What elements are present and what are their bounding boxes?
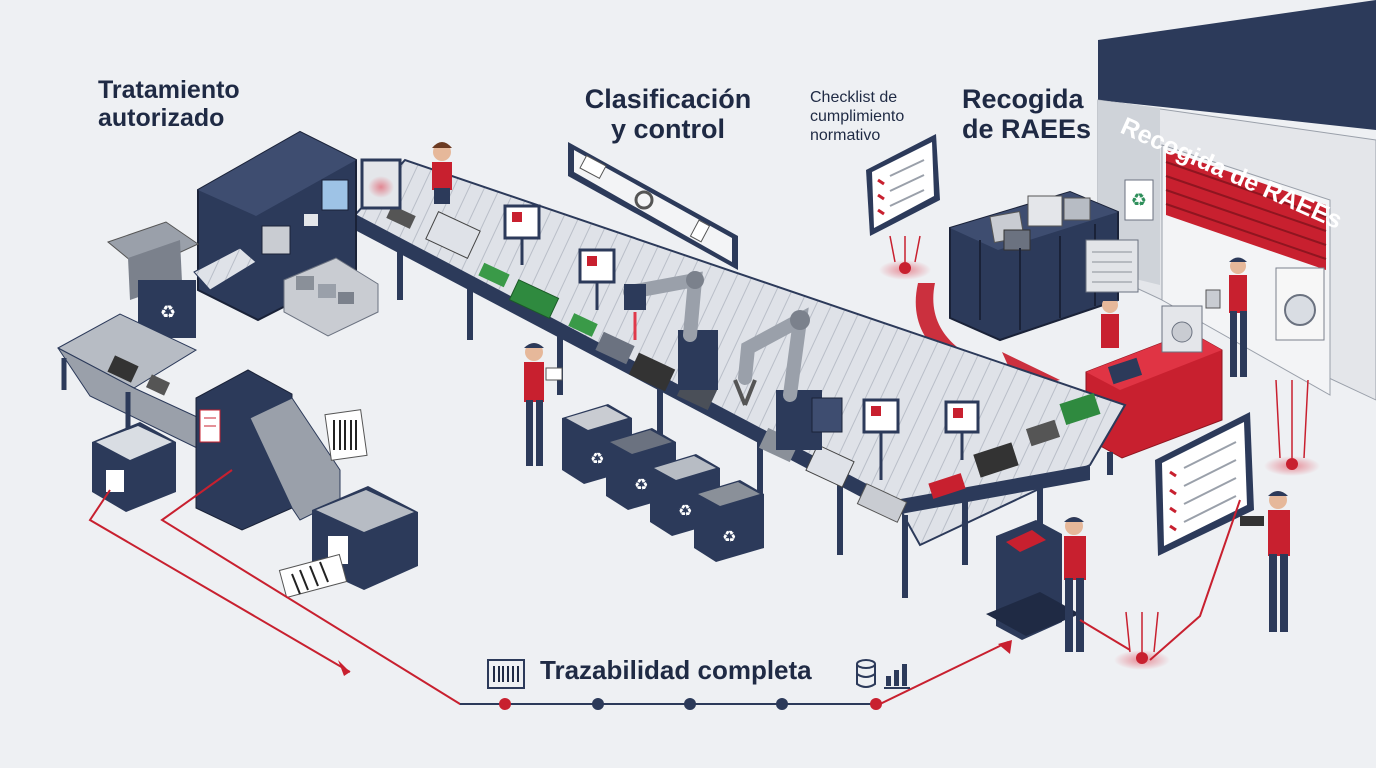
collection-container: [949, 190, 1119, 342]
recycling-bins: ♻ ♻ ♻ ♻: [562, 404, 764, 562]
traceability-path: [88, 469, 1241, 710]
conveyor-scanner-gate: [360, 158, 402, 210]
flow-arrow: [915, 283, 1060, 396]
roller-door: [1165, 150, 1327, 270]
worker-icon: [524, 343, 563, 466]
stage-label-line: de RAEEs: [962, 114, 1092, 145]
conveyor-sign-posts: [503, 204, 980, 480]
hopper-feeder: ♻: [106, 221, 200, 362]
trace-node: [684, 698, 696, 710]
svg-text:♻: ♻: [590, 449, 604, 468]
svg-text:♻: ♻: [678, 501, 692, 520]
traceability-label: Trazabilidad completa: [540, 655, 812, 685]
stage-label-checklist: Checklist de cumplimiento normativo: [810, 88, 940, 146]
robotic-arm-scanner: [623, 271, 718, 390]
recycle-sign-icon: [1124, 179, 1154, 221]
stage-label-classification: Clasificación y control: [568, 84, 768, 144]
collection-building: ♻: [1097, 0, 1376, 401]
output-tray: [283, 257, 379, 337]
svg-text:♻: ♻: [160, 302, 176, 323]
stage-label-line: autorizado: [98, 104, 225, 132]
main-conveyor: [353, 158, 1127, 598]
trace-node: [776, 698, 788, 710]
classification-display: [568, 142, 738, 270]
washing-machine-icon: [1275, 267, 1325, 341]
worker-icon: [1205, 257, 1247, 377]
stage-label-line: cumplimiento: [810, 108, 905, 126]
trace-node: [499, 698, 511, 710]
stage-label-line: normativo: [810, 127, 881, 145]
stage-label-line: Tratamiento: [98, 76, 240, 104]
separator-machine: [195, 369, 341, 531]
barcode-labels: [278, 409, 368, 599]
worker-icon: [432, 142, 452, 204]
reception-counter: [1085, 305, 1223, 459]
stage-label-collection: Recogida de RAEEs: [962, 84, 1122, 144]
worker-icon: [1240, 491, 1290, 632]
air-conditioner-unit-icon: [1085, 239, 1139, 293]
workers: [432, 142, 1290, 652]
svg-text:♻: ♻: [634, 475, 648, 494]
belt-items: [386, 205, 1101, 523]
large-checklist-screen: [1155, 412, 1254, 556]
worker-icon: [1064, 517, 1086, 652]
stage-label-line: Checklist de: [810, 89, 898, 106]
stage-label-line: Clasificación: [584, 84, 752, 114]
svg-text:♻: ♻: [722, 527, 736, 546]
dryer-appliance-icon: [1161, 305, 1203, 353]
barcode-icon: [487, 659, 525, 689]
database-icon: [856, 659, 876, 688]
checklist-tablet: [866, 134, 940, 236]
worker-icon: [1101, 296, 1119, 348]
stage-label-line: Recogida: [962, 84, 1084, 114]
self-service-kiosk: [986, 520, 1080, 640]
trace-node: [592, 698, 604, 710]
stage-label-treatment: Tratamiento autorizado: [98, 76, 298, 132]
svg-text:♻: ♻: [1131, 190, 1147, 211]
trace-node: [870, 698, 882, 710]
robotic-arm-gripper: [733, 307, 843, 450]
stage-label-line: y control: [610, 114, 725, 145]
bar-chart-icon: [884, 664, 910, 689]
